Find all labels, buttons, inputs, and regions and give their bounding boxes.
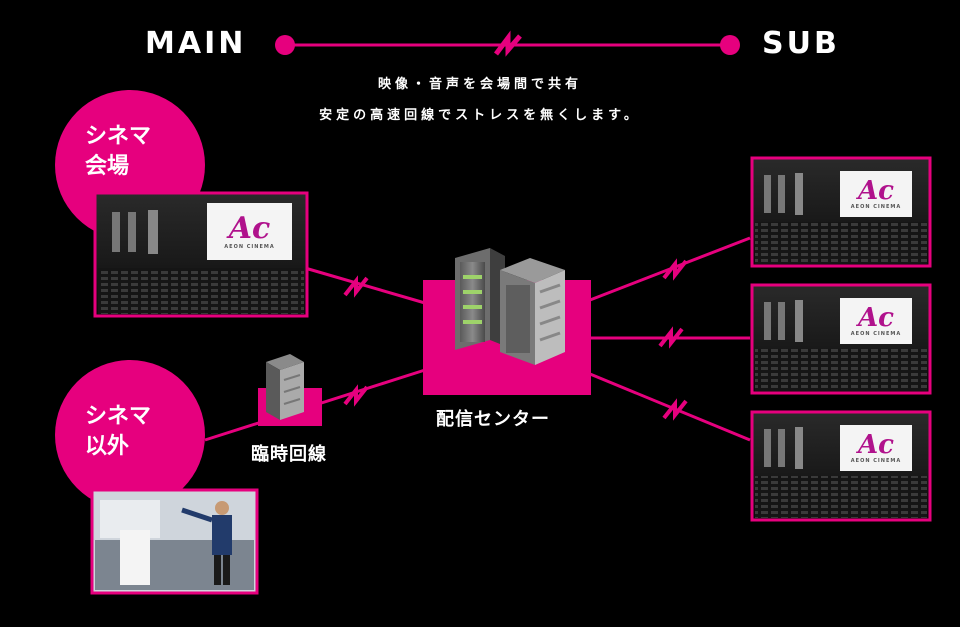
tagline-line1: 映像・音声を会場間で共有 (377, 77, 582, 92)
lightning-icon (658, 326, 684, 349)
cinema-venue-label: シネマ 会場 (85, 122, 151, 182)
lightning-icon (662, 398, 688, 421)
tagline-line2: 安定の高速回線でストレスを無くします。 (319, 108, 641, 123)
link-center-sub3 (589, 372, 751, 442)
temporary-line-label: 臨時回線 (251, 444, 327, 465)
main-dot (275, 35, 295, 55)
main-label: MAIN (145, 26, 247, 61)
screen-logo: Ac AEON CINEMA (840, 298, 912, 344)
cinema-venue-label-line1: シネマ (85, 124, 152, 149)
lightning-icon (494, 30, 522, 57)
screen-logo: Ac AEON CINEMA (840, 171, 912, 217)
distribution-center-label: 配信センター (436, 409, 550, 430)
screen-logo-caption: AEON CINEMA (850, 204, 902, 210)
cinema-venue-label-line2: 会場 (85, 154, 130, 179)
screen-logo-caption: AEON CINEMA (850, 331, 902, 337)
server-icon (500, 258, 565, 365)
non-cinema-venue-circle (55, 360, 205, 510)
non-cinema-venue-label: シネマ 以外 (85, 402, 151, 462)
lightning-icon (343, 275, 369, 298)
screen-logo-mark: Ac (228, 210, 271, 246)
server-icon (266, 354, 304, 420)
screen-logo-mark: Ac (857, 176, 894, 206)
server-icon (455, 248, 505, 350)
lightning-icon (662, 258, 688, 281)
non-cinema-venue-label-line2: 以外 (85, 434, 130, 459)
sub-label: SUB (762, 26, 840, 61)
non-cinema-venue-label-line1: シネマ (85, 404, 152, 429)
screen-logo-caption: AEON CINEMA (850, 458, 902, 464)
lightning-icon (343, 384, 369, 407)
sub-dot (720, 35, 740, 55)
screen-logo-caption: AEON CINEMA (224, 243, 275, 250)
presenter-photo (90, 488, 259, 595)
screen-logo-mark: Ac (857, 303, 894, 333)
screen-logo: Ac AEON CINEMA (207, 203, 292, 260)
screen-logo-mark: Ac (857, 430, 894, 460)
screen-logo: Ac AEON CINEMA (840, 425, 912, 471)
link-cinema-center (304, 266, 426, 305)
